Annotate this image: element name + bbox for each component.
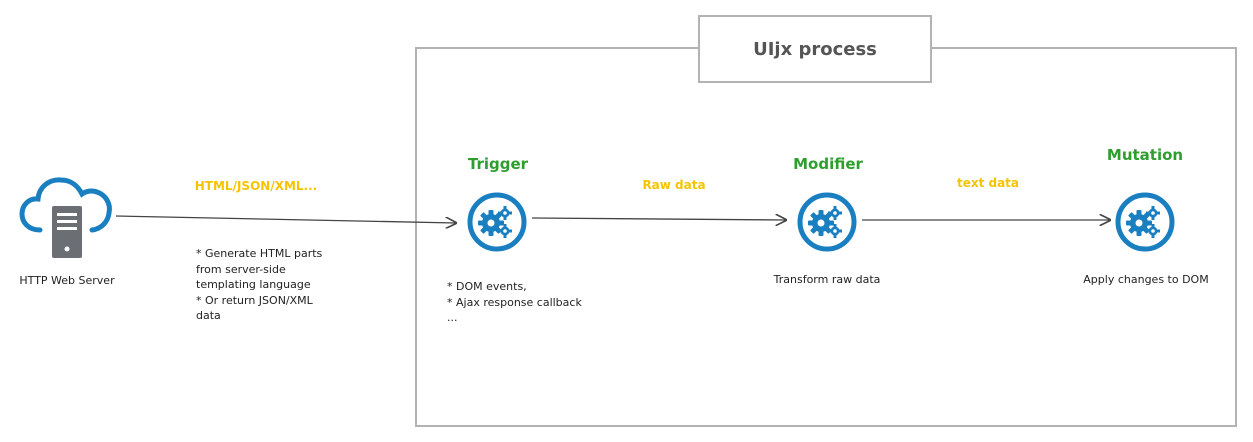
edge-label-server-to-trigger: HTML/JSON/XML...	[194, 179, 318, 193]
cloud-server-icon	[19, 177, 112, 258]
arrow-trigger-to-modifier	[531, 218, 786, 220]
edge-label-modifier-to-mutation: text data	[956, 176, 1020, 190]
stage-label-modifier: Modifier	[793, 155, 863, 173]
mutation-gears-icon	[1115, 192, 1175, 252]
stage-label-trigger: Trigger	[467, 155, 529, 173]
trigger-gears-icon	[467, 192, 527, 252]
arrow-server-to-trigger	[115, 215, 456, 223]
modifier-gears-icon	[797, 192, 857, 252]
mutation-caption: Apply changes to DOM	[1083, 273, 1209, 286]
process-title: UIjx process	[698, 15, 932, 83]
edge-label-trigger-to-modifier: Raw data	[642, 178, 706, 192]
stage-label-mutation: Mutation	[1106, 146, 1184, 164]
modifier-caption: Transform raw data	[773, 273, 881, 286]
server-label: HTTP Web Server	[19, 274, 115, 287]
server-note: * Generate HTML parts from server-side t…	[196, 247, 323, 322]
trigger-note: * DOM events, * Ajax response callback .…	[447, 280, 582, 324]
